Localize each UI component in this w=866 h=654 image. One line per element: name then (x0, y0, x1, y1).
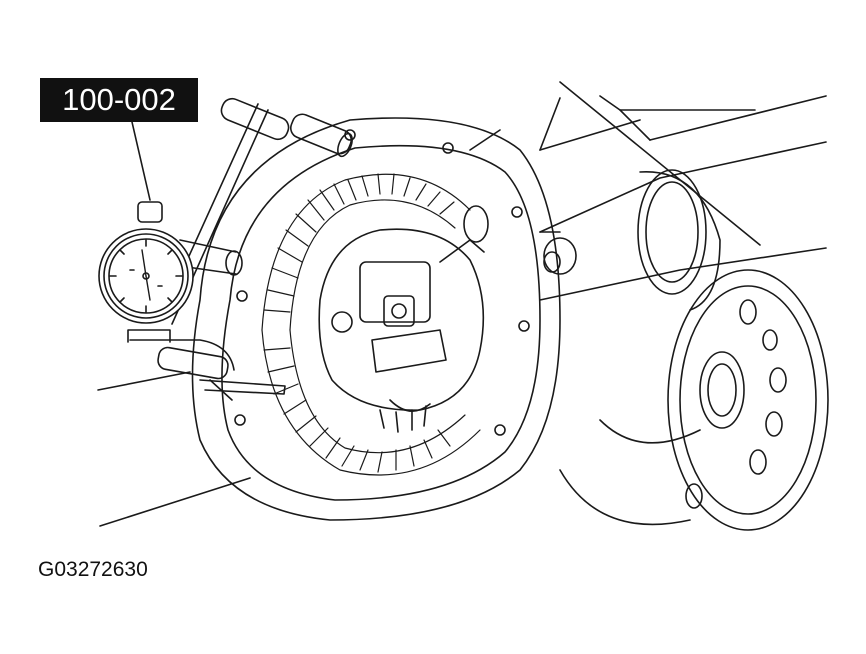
figure-id-label: G03272630 (38, 558, 148, 581)
axle-tube (539, 141, 827, 311)
axle-flange (559, 269, 829, 531)
dial-indicator (98, 201, 194, 343)
background-chassis-lines (97, 81, 827, 527)
differential-case (318, 205, 489, 433)
callout-leader-line (131, 121, 151, 201)
tool-number-callout: 100-002 (40, 78, 198, 122)
differential-housing (191, 117, 577, 521)
ring-gear (261, 173, 481, 476)
